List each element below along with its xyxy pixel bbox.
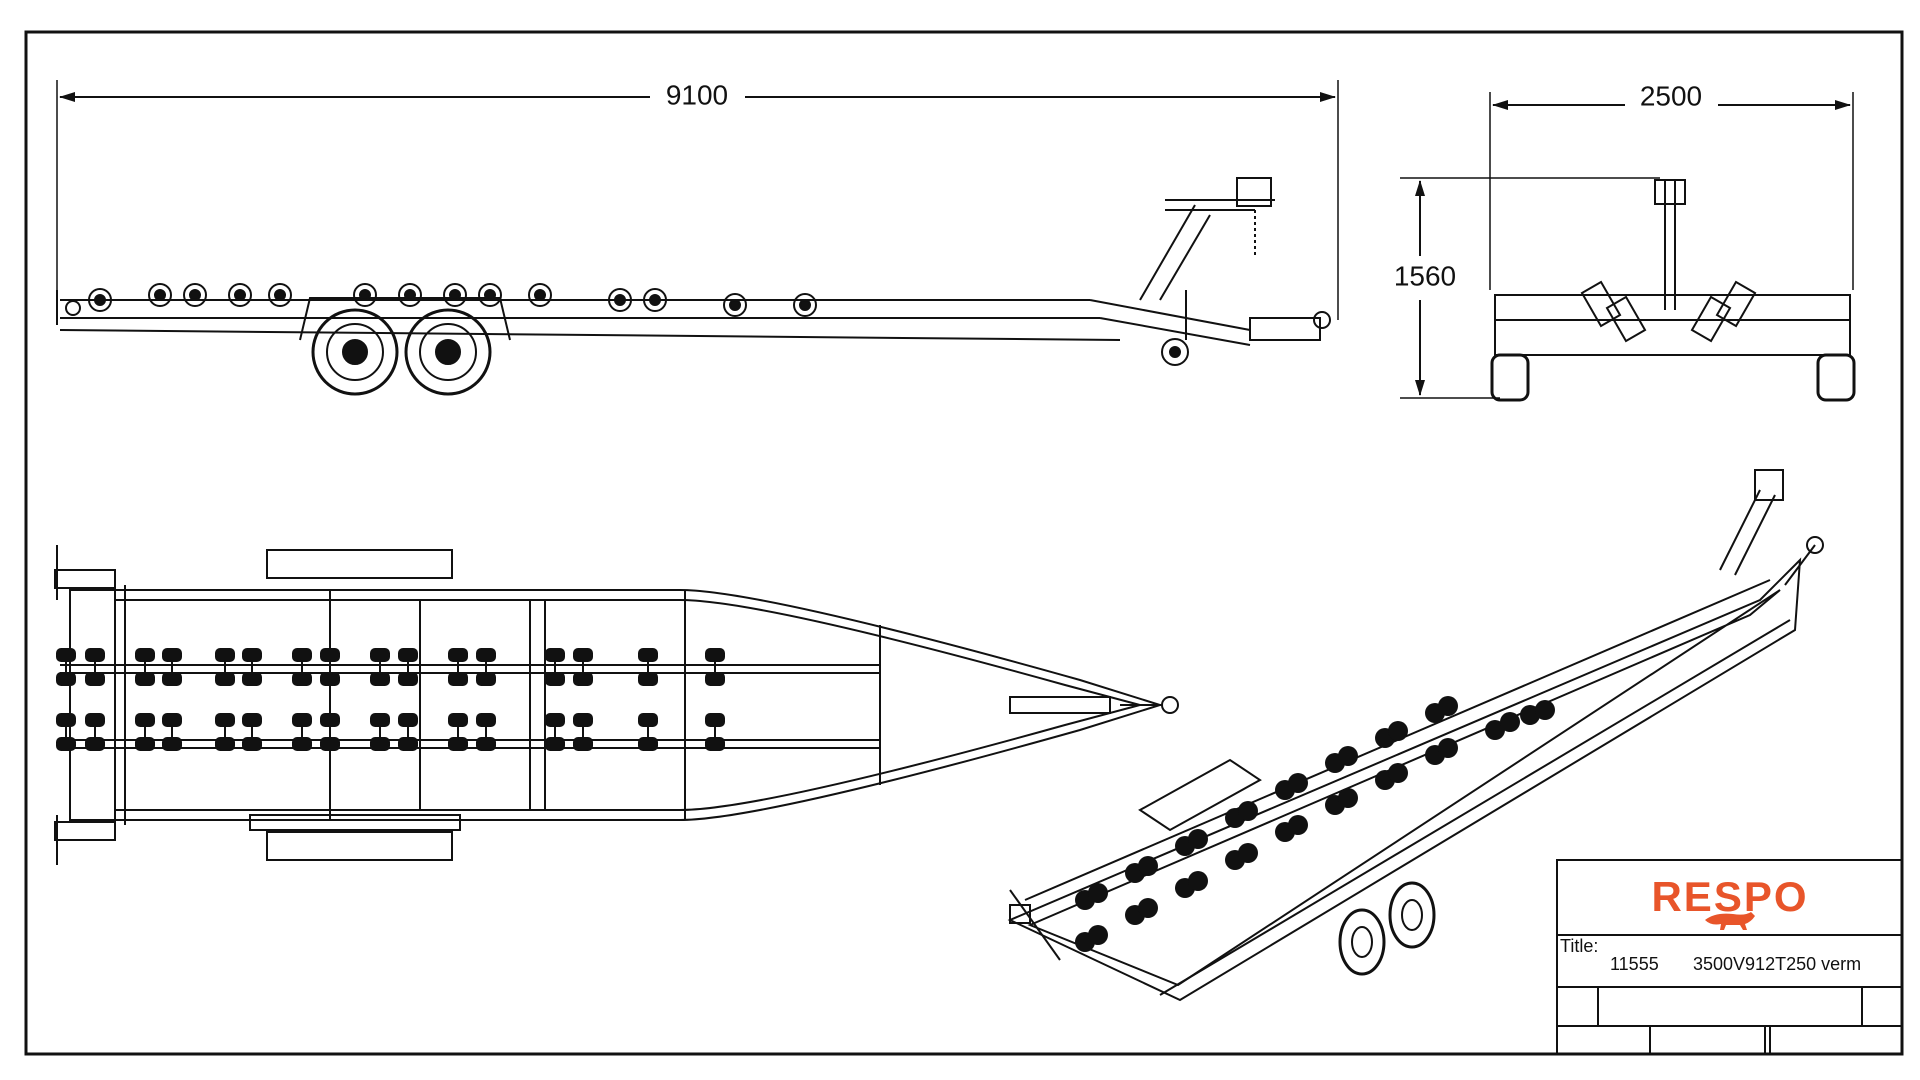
model-code: 3500V912T250 verm <box>1693 954 1861 974</box>
isometric-rollers <box>1075 696 1555 952</box>
drawing-number: 11555 <box>1610 954 1659 974</box>
height-dimension-label: 1560 <box>1394 260 1456 291</box>
brand-logo-text: RESPO <box>1651 873 1808 920</box>
title-label: Title: <box>1560 936 1598 956</box>
top-view <box>54 545 1179 865</box>
title-block <box>1556 859 1903 1055</box>
drawing-frame <box>24 30 1904 1056</box>
top-view-rollers <box>55 647 726 752</box>
width-dimension-label: 2500 <box>1640 80 1702 111</box>
length-dimension-label: 9100 <box>666 79 728 110</box>
side-wheel-front <box>311 308 399 396</box>
rear-view <box>1400 92 1856 402</box>
bull-logo-icon <box>1705 912 1755 930</box>
side-wheel-rear <box>404 308 492 396</box>
side-view <box>56 80 1339 396</box>
